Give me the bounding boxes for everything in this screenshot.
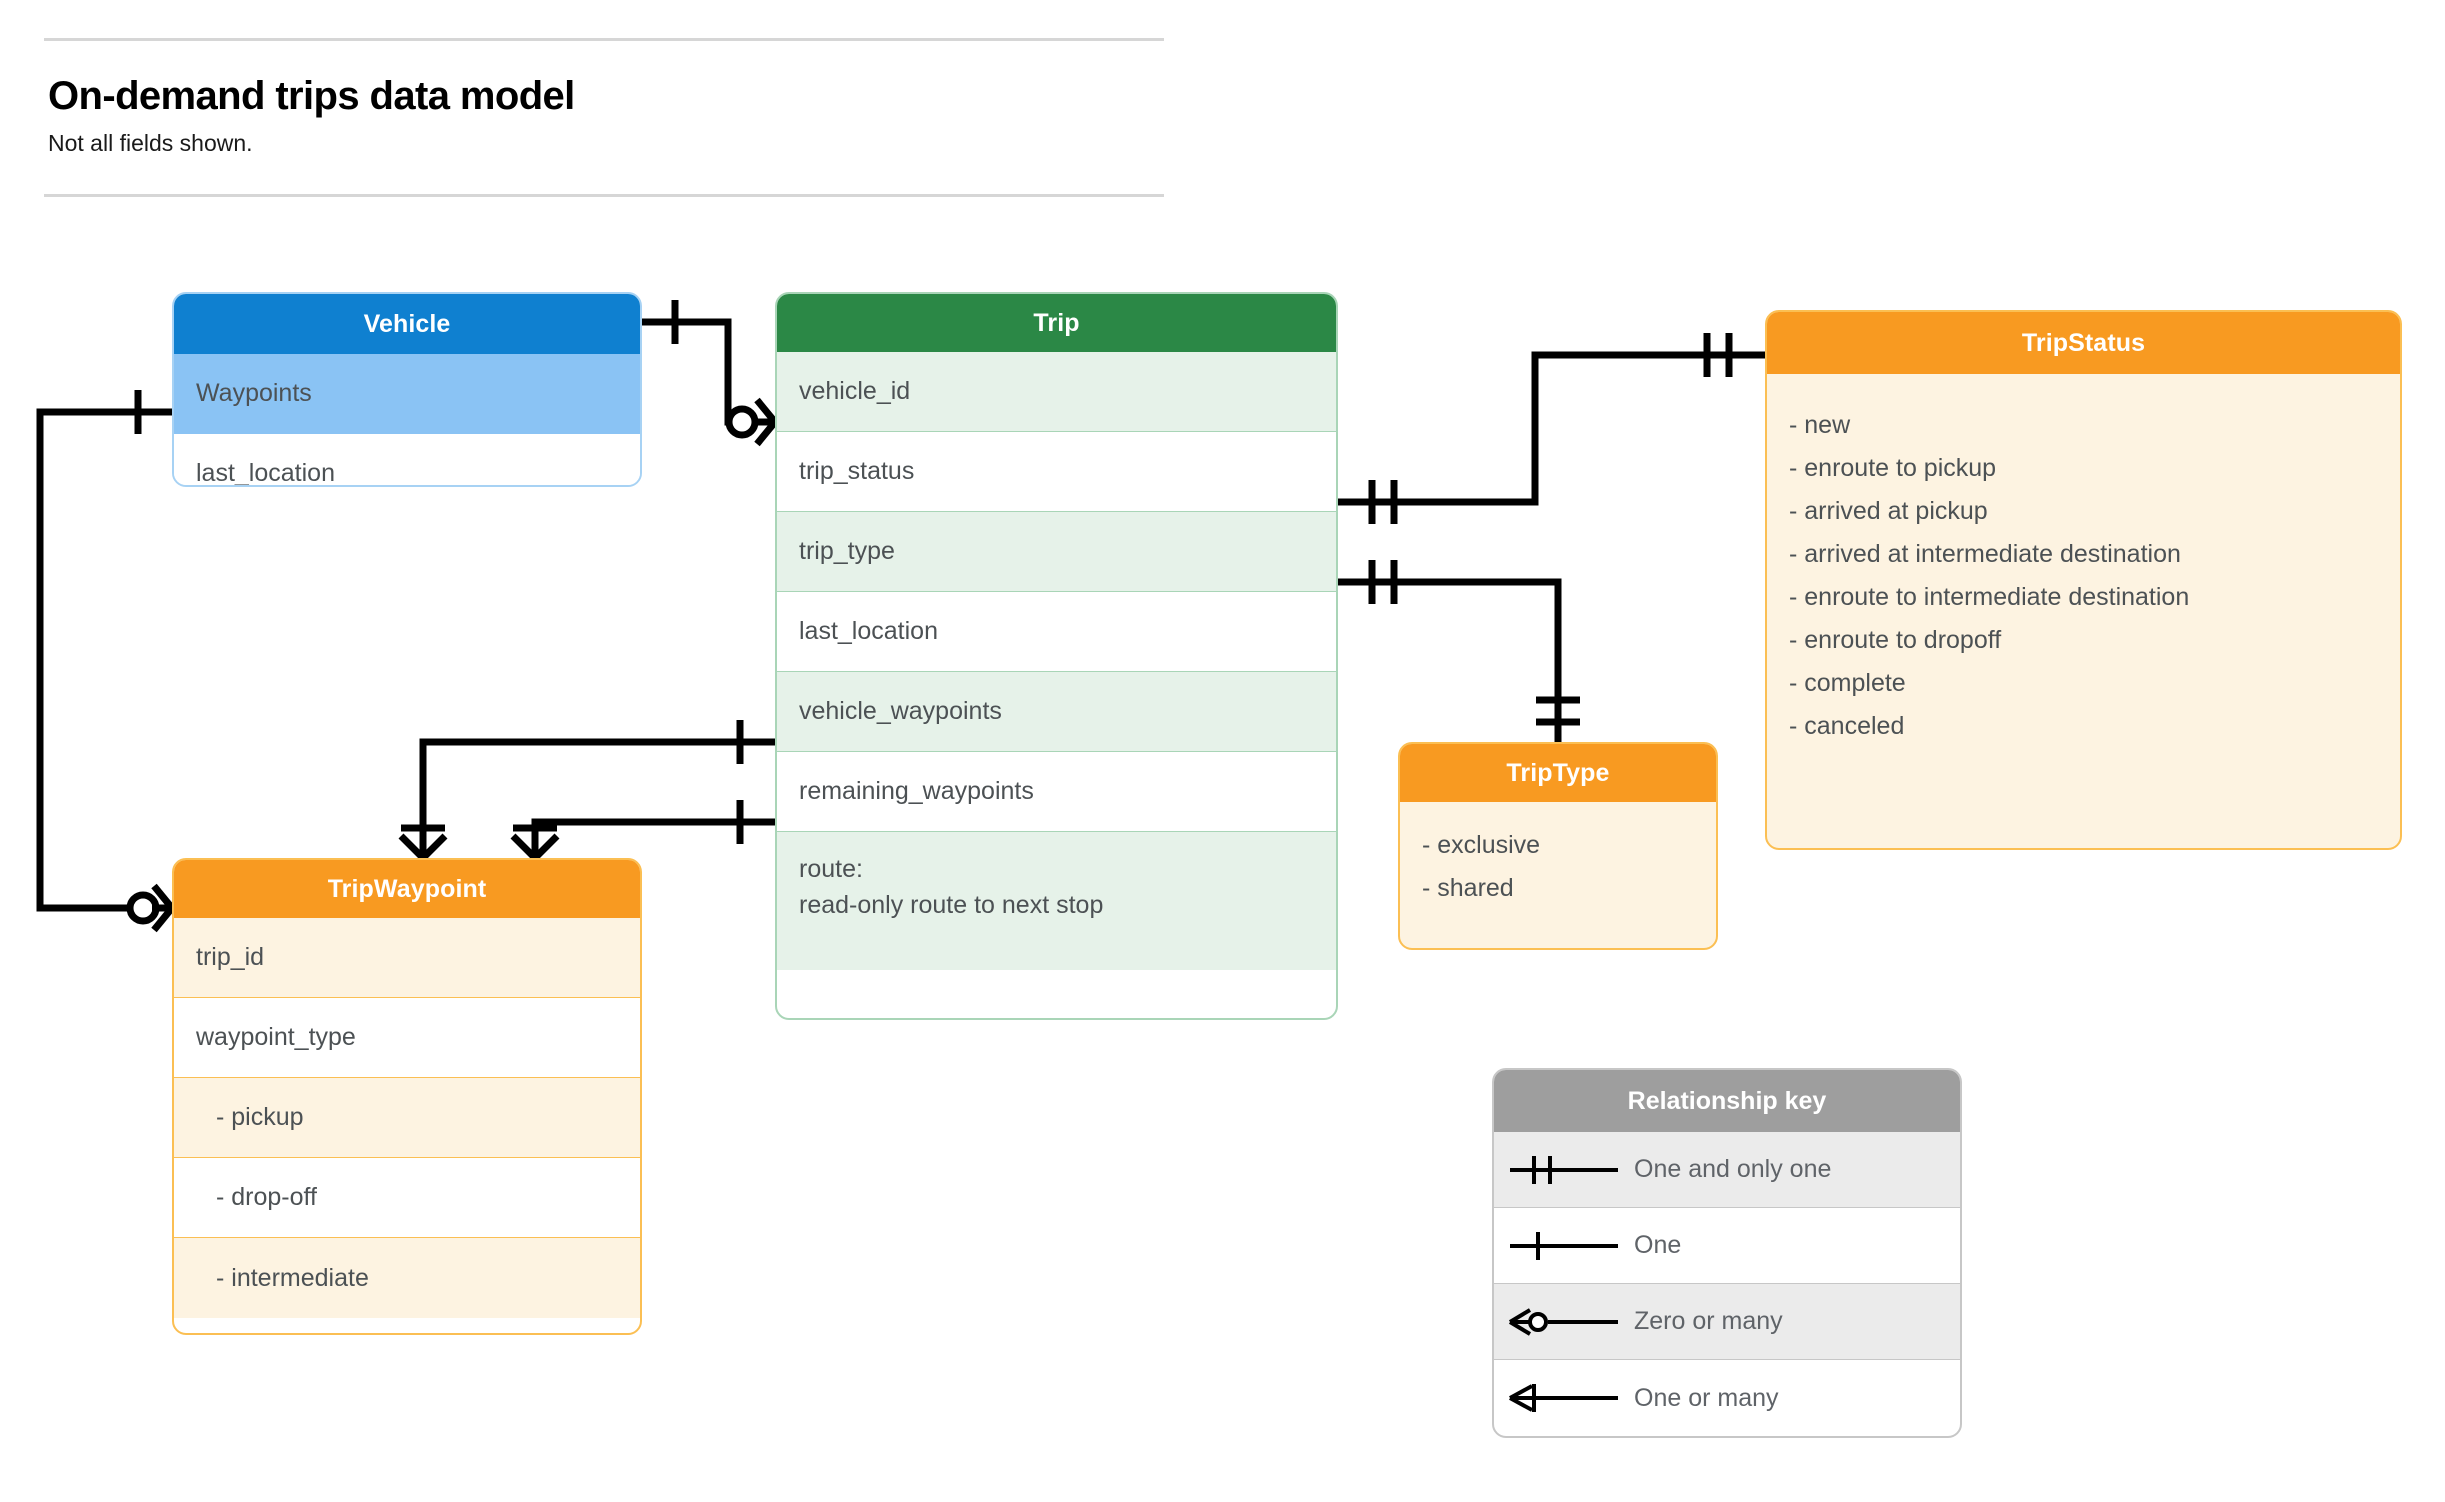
field-trip-route-desc: read-only route to next stop (799, 890, 1104, 919)
value-tripstatus-canceled: - canceled (1789, 712, 1905, 740)
header-rule-top (44, 38, 1164, 41)
one-and-only-one-icon (1494, 1150, 1634, 1190)
connector-trip-to-triptype (1338, 560, 1580, 742)
entity-tripstatus-title: TripStatus (1767, 312, 2400, 374)
connector-remaining-waypoints-to-tripwaypoint (510, 800, 775, 861)
connector-vehicle-waypoints-field-to-tripwaypoint (398, 720, 775, 861)
entity-tripstatus-values: - new - enroute to pickup - arrived at p… (1767, 374, 2400, 748)
value-tripstatus-complete: - complete (1789, 669, 1906, 697)
page-title: On-demand trips data model (48, 74, 575, 118)
value-tripstatus-enroute-dropoff: - enroute to dropoff (1789, 626, 2002, 654)
value-tripstatus-new: - new (1789, 411, 1851, 439)
entity-vehicle[interactable]: Vehicle Waypoints last_location (172, 292, 642, 487)
connector-vehicle-waypoints-to-tripwaypoint (36, 390, 175, 933)
one-icon (1494, 1226, 1634, 1266)
value-tripwaypoint-pickup: - pickup (174, 1078, 640, 1158)
value-tripstatus-arrived-pickup: - arrived at pickup (1789, 497, 1988, 525)
field-trip-route-label: route: (799, 855, 863, 883)
field-trip-last-location: last_location (777, 592, 1336, 672)
entity-triptype-title: TripType (1400, 744, 1716, 802)
legend-row-one-or-many: One or many (1494, 1360, 1960, 1436)
field-trip-trip-status: trip_status (777, 432, 1336, 512)
entity-trip-title: Trip (777, 294, 1336, 352)
field-trip-trip-type: trip_type (777, 512, 1336, 592)
value-triptype-shared: - shared (1422, 874, 1514, 902)
legend-label-zero-or-many: Zero or many (1634, 1307, 1783, 1335)
document-header: On-demand trips data model Not all field… (44, 38, 1164, 197)
entity-tripstatus[interactable]: TripStatus - new - enroute to pickup - a… (1765, 310, 2402, 850)
entity-triptype[interactable]: TripType - exclusive - shared (1398, 742, 1718, 950)
value-tripstatus-arrived-intermediate: - arrived at intermediate destination (1789, 540, 2181, 568)
page-subtitle: Not all fields shown. (48, 130, 253, 156)
zero-or-many-icon (1494, 1302, 1634, 1342)
header-rule-bottom (44, 193, 1164, 197)
value-tripstatus-enroute-intermediate: - enroute to intermediate destination (1789, 583, 2190, 611)
field-trip-route: route: read-only route to next stop (777, 832, 1336, 970)
relationship-key-legend[interactable]: Relationship key One and only one One (1492, 1068, 1962, 1438)
legend-label-one-and-only-one: One and only one (1634, 1155, 1832, 1183)
connector-trip-to-tripstatus (1338, 333, 1765, 524)
value-tripstatus-enroute-pickup: - enroute to pickup (1789, 454, 1997, 482)
field-trip-remaining-waypoints: remaining_waypoints (777, 752, 1336, 832)
entity-triptype-values: - exclusive - shared (1400, 802, 1716, 910)
field-vehicle-waypoints: Waypoints (174, 354, 640, 434)
legend-title: Relationship key (1494, 1070, 1960, 1132)
legend-row-zero-or-many: Zero or many (1494, 1284, 1960, 1360)
legend-row-one: One (1494, 1208, 1960, 1284)
legend-row-one-and-only-one: One and only one (1494, 1132, 1960, 1208)
value-triptype-exclusive: - exclusive (1422, 831, 1541, 859)
value-tripwaypoint-drop-off: - drop-off (174, 1158, 640, 1238)
field-vehicle-last-location: last_location (174, 434, 640, 485)
legend-label-one: One (1634, 1231, 1682, 1259)
entity-tripwaypoint-title: TripWaypoint (174, 860, 640, 918)
value-tripwaypoint-intermediate: - intermediate (174, 1238, 640, 1318)
entity-tripwaypoint[interactable]: TripWaypoint trip_id waypoint_type - pic… (172, 858, 642, 1335)
entity-trip[interactable]: Trip vehicle_id trip_status trip_type la… (775, 292, 1338, 1020)
field-tripwaypoint-trip-id: trip_id (174, 918, 640, 998)
legend-label-one-or-many: One or many (1634, 1383, 1779, 1412)
field-trip-vehicle-waypoints: vehicle_waypoints (777, 672, 1336, 752)
one-or-many-icon (1494, 1378, 1634, 1418)
field-tripwaypoint-waypoint-type: waypoint_type (174, 998, 640, 1078)
entity-vehicle-title: Vehicle (174, 294, 640, 354)
connector-vehicle-to-trip (642, 300, 778, 447)
field-trip-vehicle-id: vehicle_id (777, 352, 1336, 432)
